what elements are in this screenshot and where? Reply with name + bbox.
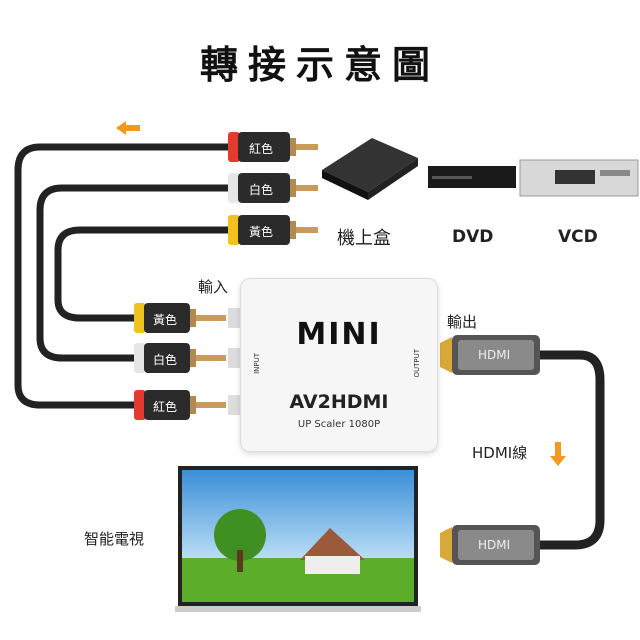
arrow-down-icon <box>550 442 566 466</box>
rca-plug-bottom-red <box>134 390 240 420</box>
rca-plug-top-yellow <box>228 215 318 245</box>
plug-label-bottom-0: 黃色 <box>153 313 178 327</box>
tv-label: 智能電視 <box>84 530 145 548</box>
plug-label-top-0: 紅色 <box>249 142 274 156</box>
white-cable <box>36 184 230 362</box>
rca-plug-top-red <box>228 132 318 162</box>
plug-label-top-2: 黃色 <box>249 225 274 239</box>
rca-plug-top-white <box>228 173 318 203</box>
rca-plug-bottom-white <box>134 343 240 373</box>
plug-label-bottom-1: 白色 <box>153 353 178 367</box>
output-port-label: OUTPUT <box>413 349 421 378</box>
dvd-label: DVD <box>452 227 494 247</box>
rca-plug-bottom-yellow <box>134 303 240 333</box>
red-cable <box>14 143 230 409</box>
vcd-player-icon <box>519 159 639 197</box>
hdmi-cable <box>540 350 605 550</box>
converter-brand: MINI <box>296 317 382 352</box>
av2hdmi-converter: MINI INPUT OUTPUT AV2HDMI UP Scaler 1080… <box>240 278 438 452</box>
converter-model: AV2HDMI <box>289 391 389 413</box>
hdmi-connector-bottom-label: HDMI <box>478 538 511 552</box>
output-label: 輸出 <box>447 313 478 331</box>
diagram-title: 轉接示意圖 <box>199 43 440 87</box>
yellow-cable <box>54 226 230 322</box>
converter-subtitle: UP Scaler 1080P <box>297 419 381 430</box>
stb-label: 機上盒 <box>337 228 391 249</box>
input-port-label: INPUT <box>253 353 261 374</box>
plug-label-top-1: 白色 <box>249 183 274 197</box>
hdmi-connector-top-label: HDMI <box>478 348 511 362</box>
vcd-label: VCD <box>558 227 598 247</box>
arrow-left-icon <box>116 121 140 135</box>
smart-tv-icon <box>175 466 421 612</box>
dvd-player-icon <box>428 166 516 188</box>
hdmi-cable-label: HDMI線 <box>472 444 528 462</box>
hdmi-connector-top <box>440 335 540 375</box>
set-top-box-icon <box>322 138 418 200</box>
input-label: 輸入 <box>198 278 229 296</box>
hdmi-connector-bottom <box>440 525 540 565</box>
plug-label-bottom-2: 紅色 <box>153 400 178 414</box>
